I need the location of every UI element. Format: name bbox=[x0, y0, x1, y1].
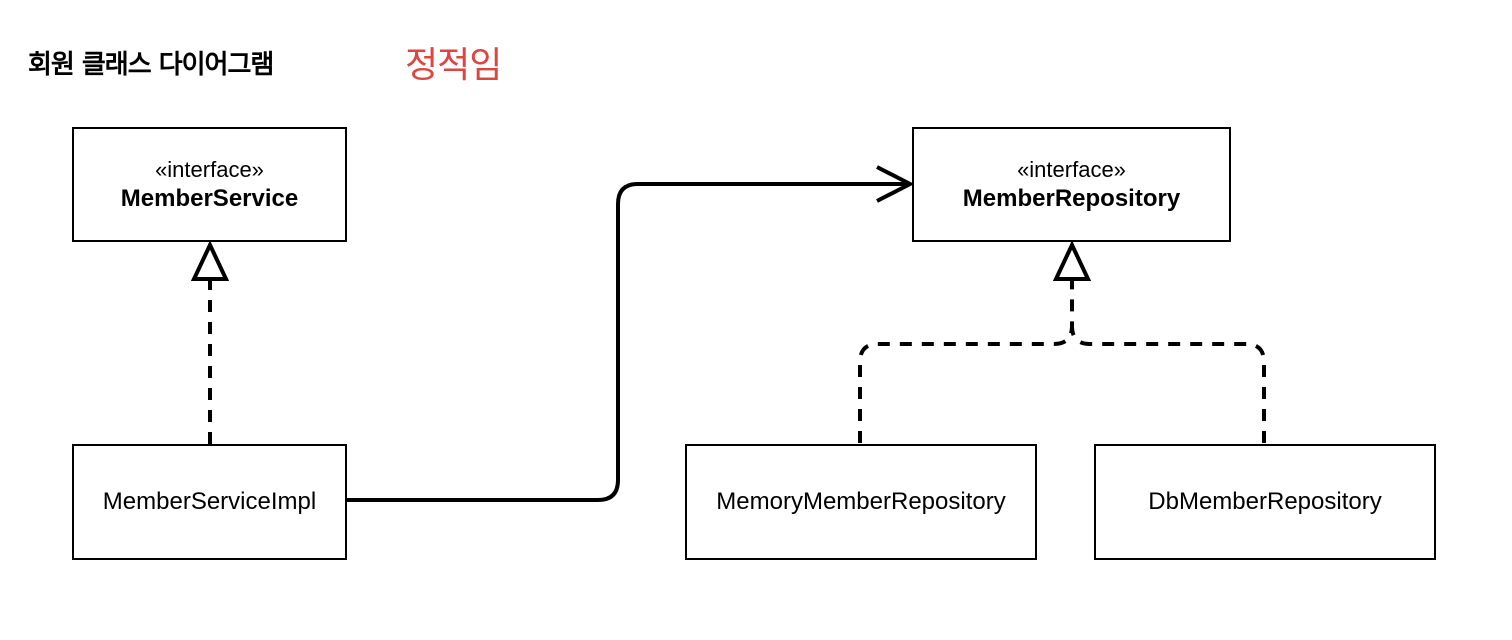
association-line bbox=[346, 182, 908, 502]
member-repository-name: MemberRepository bbox=[962, 184, 1181, 212]
db-member-repository-class-box: DbMemberRepository bbox=[1094, 444, 1436, 560]
memory-member-repository-class-box: MemoryMemberRepository bbox=[685, 444, 1037, 560]
member-service-name: MemberService bbox=[120, 184, 299, 212]
realization-line-db bbox=[1070, 325, 1266, 443]
member-service-stereotype: «interface» bbox=[155, 156, 264, 182]
association-arrowhead bbox=[876, 165, 915, 203]
member-service-interface-box: «interface» MemberService bbox=[72, 127, 347, 242]
member-repository-interface-box: «interface» MemberRepository bbox=[912, 127, 1231, 242]
diagram-title: 회원 클래스 다이어그램 bbox=[28, 50, 274, 80]
member-service-impl-class-box: MemberServiceImpl bbox=[72, 444, 347, 560]
db-member-repository-name: DbMemberRepository bbox=[1148, 488, 1382, 515]
memory-member-repository-name: MemoryMemberRepository bbox=[716, 488, 1006, 515]
realization-arrowhead-service bbox=[190, 240, 230, 281]
realization-line-memory bbox=[858, 281, 1074, 443]
member-service-impl-name: MemberServiceImpl bbox=[102, 488, 317, 515]
annotation-note: 정적임 bbox=[405, 45, 502, 86]
member-repository-stereotype: «interface» bbox=[1017, 156, 1126, 182]
realization-arrowhead-repository bbox=[1052, 240, 1092, 281]
